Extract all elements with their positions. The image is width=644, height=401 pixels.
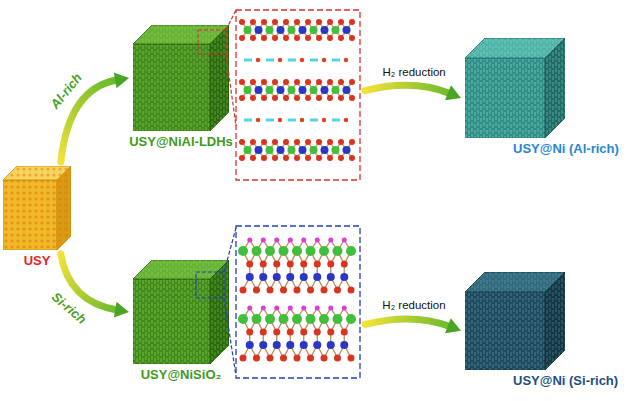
arrow-head: [114, 72, 129, 88]
interlayer-row: [244, 118, 348, 122]
cube-illustration: [133, 260, 229, 364]
sample-label: USY@Ni (Al-rich): [513, 141, 619, 156]
arrow-label: H₂ reduction: [382, 64, 445, 79]
cube-face: [133, 44, 210, 131]
cube-face: [133, 279, 210, 364]
material-cube: USY@NiSiO₂: [133, 260, 361, 383]
ldh-layer: [239, 19, 355, 41]
leader-line: [224, 298, 236, 376]
arrow-shaft: [365, 85, 450, 93]
ldh-inset-frame: [236, 10, 360, 180]
cube-illustration: [465, 272, 565, 370]
cube-texture: [545, 38, 565, 138]
arrow-head: [114, 302, 129, 318]
cube-texture: [3, 180, 57, 250]
reaction-arrow: [365, 318, 461, 333]
zoom-box: [196, 272, 224, 298]
cube-face: [465, 58, 545, 138]
interlayer-row: [244, 58, 348, 62]
sample-label: USY@Ni (Si-rich): [513, 373, 618, 388]
sample-label: USY@NiAl-LDHs: [129, 134, 233, 149]
cube-face: [57, 166, 71, 250]
cube-face: [3, 180, 57, 250]
material-cube: USY: [3, 166, 71, 269]
cube-illustration: [465, 38, 565, 138]
ldh-layer: [239, 79, 355, 101]
cube-illustration: [3, 166, 71, 250]
sample-label: USY: [24, 253, 51, 268]
arrow-head: [445, 85, 461, 100]
leader-line: [224, 228, 236, 272]
ldh-layer: [239, 139, 355, 161]
leader-line: [226, 54, 236, 126]
arrow-label: H₂ reduction: [382, 298, 445, 313]
zoom-box: [198, 30, 226, 54]
silicate-layer: [238, 238, 356, 294]
arrow-head: [445, 318, 461, 333]
material-cube: USY@Ni (Si-rich): [465, 272, 565, 389]
cube-texture: [133, 279, 210, 364]
cube-texture: [545, 272, 565, 370]
material-cube: USY@Ni (Al-rich): [465, 38, 565, 157]
sample-label: USY@NiSiO₂: [141, 367, 222, 382]
silicate-layer: [238, 306, 356, 362]
silicate-inset-frame: [236, 226, 360, 378]
cube-face: [465, 292, 545, 370]
cube-face: [545, 38, 565, 138]
arrow-shaft: [365, 319, 450, 327]
cube-illustration: [133, 25, 229, 131]
cube-texture: [465, 292, 545, 370]
leader-line: [226, 10, 236, 30]
cube-texture: [57, 166, 71, 250]
cube-face: [545, 272, 565, 370]
cube-texture: [465, 58, 545, 138]
cube-texture: [133, 44, 210, 131]
reaction-arrow: [365, 85, 461, 100]
material-cube: USY@NiAl-LDHs: [133, 25, 361, 150]
